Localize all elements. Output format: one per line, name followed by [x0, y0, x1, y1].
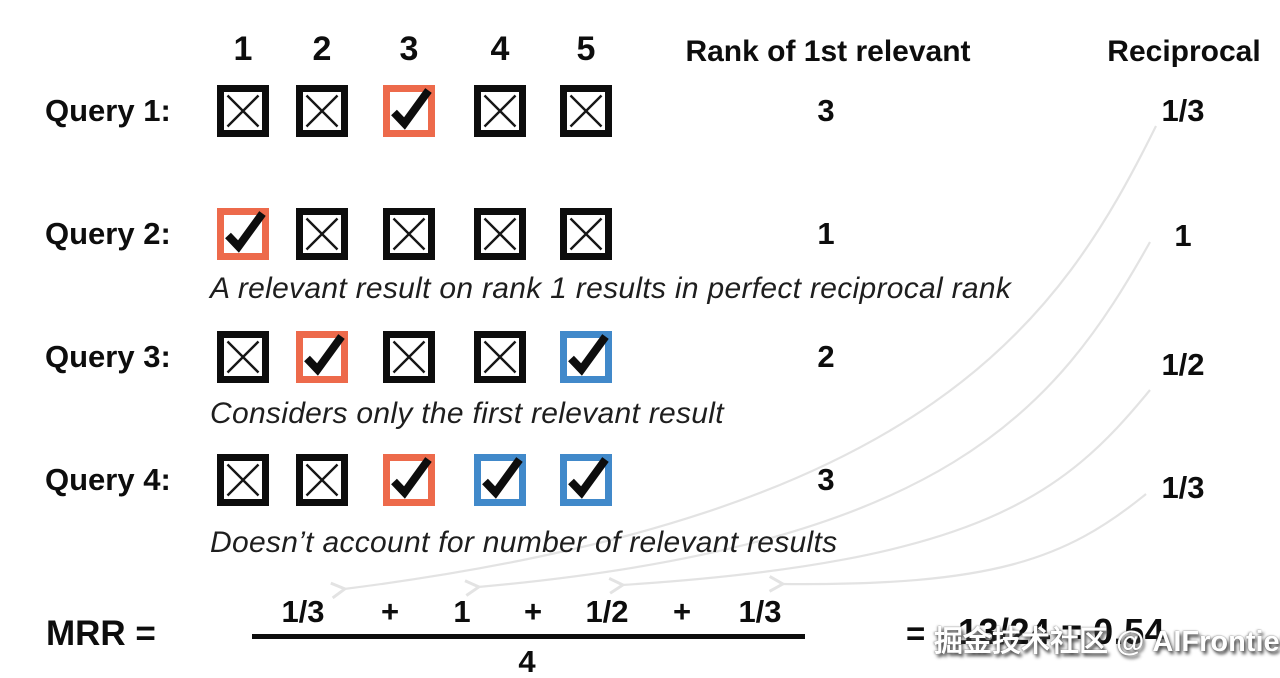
result-box-q3-pos1-irrelevant: [217, 331, 269, 383]
query-row-4: Query 4: 3 1/3: [0, 454, 1280, 506]
reciprocal-value-q2: 1: [1174, 218, 1192, 253]
note-q2: A relevant result on rank 1 results in p…: [210, 272, 1012, 305]
result-box-q3-pos4-irrelevant: [474, 331, 526, 383]
rank-of-first-relevant-q4: 3: [817, 462, 835, 497]
result-box-q1-pos1-irrelevant: [217, 85, 269, 137]
watermark: 掘金技术社区 @ AIFrontiers: [934, 626, 1280, 658]
result-box-q2-pos3-irrelevant: [383, 208, 435, 260]
crossed-box-icon: [474, 331, 526, 383]
query-row-1: Query 1: 3 1/3: [0, 85, 1280, 137]
checkmark-box-icon: [560, 454, 612, 506]
query-label-4: Query 4:: [45, 462, 171, 497]
reciprocal-value-q3: 1/2: [1161, 347, 1205, 382]
query-label-1: Query 1:: [45, 93, 171, 128]
crossed-box-icon: [383, 331, 435, 383]
result-box-q4-pos4-relevant-other: [474, 454, 526, 506]
query-label-3: Query 3:: [45, 339, 171, 374]
result-box-q2-pos5-irrelevant: [560, 208, 612, 260]
checkmark-box-icon: [383, 454, 435, 506]
crossed-box-icon: [217, 331, 269, 383]
result-box-q1-pos5-irrelevant: [560, 85, 612, 137]
rank-position-header-2: 2: [312, 30, 332, 68]
crossed-box-icon: [560, 208, 612, 260]
result-box-q4-pos2-irrelevant: [296, 454, 348, 506]
crossed-box-icon: [383, 208, 435, 260]
crossed-box-icon: [217, 454, 269, 506]
result-box-q1-pos2-irrelevant: [296, 85, 348, 137]
checkmark-box-icon: [474, 454, 526, 506]
rank-position-header-3: 3: [399, 30, 419, 68]
crossed-box-icon: [474, 85, 526, 137]
crossed-box-icon: [217, 85, 269, 137]
rank-position-header-5: 5: [576, 30, 596, 68]
note-q3: Considers only the first relevant result: [210, 397, 724, 430]
crossed-box-icon: [296, 85, 348, 137]
result-box-q3-pos2-relevant-first: [296, 331, 348, 383]
reciprocal-value-q4: 1/3: [1161, 470, 1205, 505]
result-box-q4-pos3-relevant-first: [383, 454, 435, 506]
result-box-q4-pos5-relevant-other: [560, 454, 612, 506]
result-box-q1-pos3-relevant-first: [383, 85, 435, 137]
query-label-2: Query 2:: [45, 216, 171, 251]
rank-column-header: Rank of 1st relevant: [685, 35, 971, 68]
crossed-box-icon: [296, 208, 348, 260]
checkmark-box-icon: [383, 85, 435, 137]
result-box-q1-pos4-irrelevant: [474, 85, 526, 137]
reciprocal-column-header: Reciprocal: [1107, 35, 1261, 68]
arrow-reciprocal-q1: [330, 125, 1157, 600]
note-q4: Doesn’t account for number of relevant r…: [210, 526, 838, 559]
checkmark-box-icon: [217, 208, 269, 260]
rank-of-first-relevant-q2: 1: [817, 216, 835, 251]
checkmark-box-icon: [560, 331, 612, 383]
reciprocal-value-q1: 1/3: [1161, 93, 1205, 128]
arrow-reciprocal-q2: [464, 241, 1151, 597]
query-row-3: Query 3: 2 1/2: [0, 331, 1280, 383]
crossed-box-icon: [474, 208, 526, 260]
result-box-q3-pos5-relevant-other: [560, 331, 612, 383]
result-box-q4-pos1-irrelevant: [217, 454, 269, 506]
query-row-2: Query 2: 1 1: [0, 208, 1280, 260]
crossed-box-icon: [560, 85, 612, 137]
result-box-q2-pos4-irrelevant: [474, 208, 526, 260]
rank-of-first-relevant-q1: 3: [817, 93, 835, 128]
result-box-q2-pos1-relevant-first: [217, 208, 269, 260]
arrow-reciprocal-q3: [608, 389, 1151, 595]
crossed-box-icon: [296, 454, 348, 506]
result-box-q2-pos2-irrelevant: [296, 208, 348, 260]
rank-position-header-1: 1: [233, 30, 253, 68]
checkmark-box-icon: [296, 331, 348, 383]
arrow-reciprocal-q4: [768, 493, 1147, 593]
rank-of-first-relevant-q3: 2: [817, 339, 835, 374]
result-box-q3-pos3-irrelevant: [383, 331, 435, 383]
rank-position-header-4: 4: [490, 30, 510, 68]
